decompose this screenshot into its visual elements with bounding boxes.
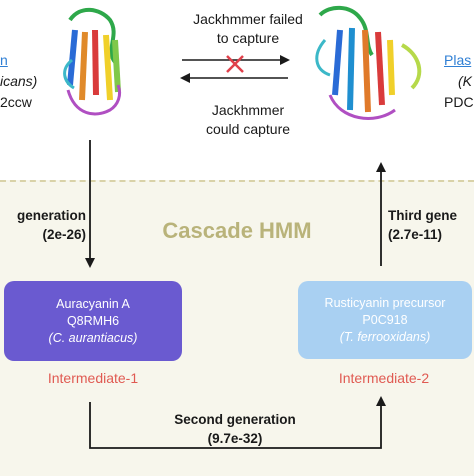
could-line-1: Jackhmmer [211, 102, 285, 118]
cascade-hmm-title: Cascade HMM [162, 218, 312, 243]
left-protein-structure [63, 7, 122, 116]
jackhmmer-could-label: Jackhmmer could capture [178, 101, 318, 139]
third-generation-text: Third gene [388, 208, 458, 223]
first-generation-evalue: (2e-26) [42, 227, 86, 242]
intermediate-2-name: Rusticyanin precursor [324, 295, 446, 310]
second-generation-evalue: (9.7e-32) [207, 431, 263, 446]
failed-line-2: to capture [216, 30, 280, 46]
top-arrows [180, 55, 290, 83]
could-line-2: could capture [205, 121, 291, 137]
intermediate-1-name: Auracyanin A [56, 296, 130, 311]
right-protein-id: PDC [444, 94, 474, 110]
right-protein-label: Plas (K PDC [444, 50, 474, 113]
second-generation-label: Second generation (9.7e-32) [140, 410, 330, 448]
intermediate-2-species: (T. ferrooxidans) [339, 329, 431, 344]
second-generation-arrow [89, 396, 386, 449]
left-protein-name: n [0, 52, 8, 68]
intermediate-2-id: P0C918 [362, 312, 408, 327]
right-protein-name: Plas [444, 52, 472, 68]
intermediate-2-caption: Intermediate-2 [338, 370, 430, 386]
first-generation-text: generation [16, 208, 86, 223]
cross-mark-icon [226, 55, 244, 73]
right-protein-structure [315, 5, 422, 120]
left-protein-id: 2ccw [0, 94, 32, 110]
intermediate-1-id: Q8RMH6 [66, 313, 120, 328]
right-protein-species: (K [458, 73, 472, 89]
left-protein-species: icans) [0, 73, 38, 89]
left-protein-label: n icans) 2ccw [0, 50, 37, 113]
third-generation-evalue: (2.7e-11) [388, 227, 443, 242]
intermediate-1-species: (C. aurantiacus) [48, 330, 138, 345]
intermediate-1-box: Auracyanin A Q8RMH6 (C. aurantiacus) [4, 281, 182, 361]
failed-line-1: Jackhmmer failed [193, 11, 303, 27]
first-generation-label: generation (2e-26) [0, 206, 86, 244]
second-generation-text: Second generation [174, 412, 296, 427]
third-generation-label: Third gene (2.7e-11) [388, 206, 474, 244]
jackhmmer-failed-label: Jackhmmer failed to capture [178, 10, 318, 48]
intermediate-2-box: Rusticyanin precursor P0C918 (T. ferroox… [298, 281, 472, 359]
intermediate-1-caption: Intermediate-1 [47, 370, 139, 386]
